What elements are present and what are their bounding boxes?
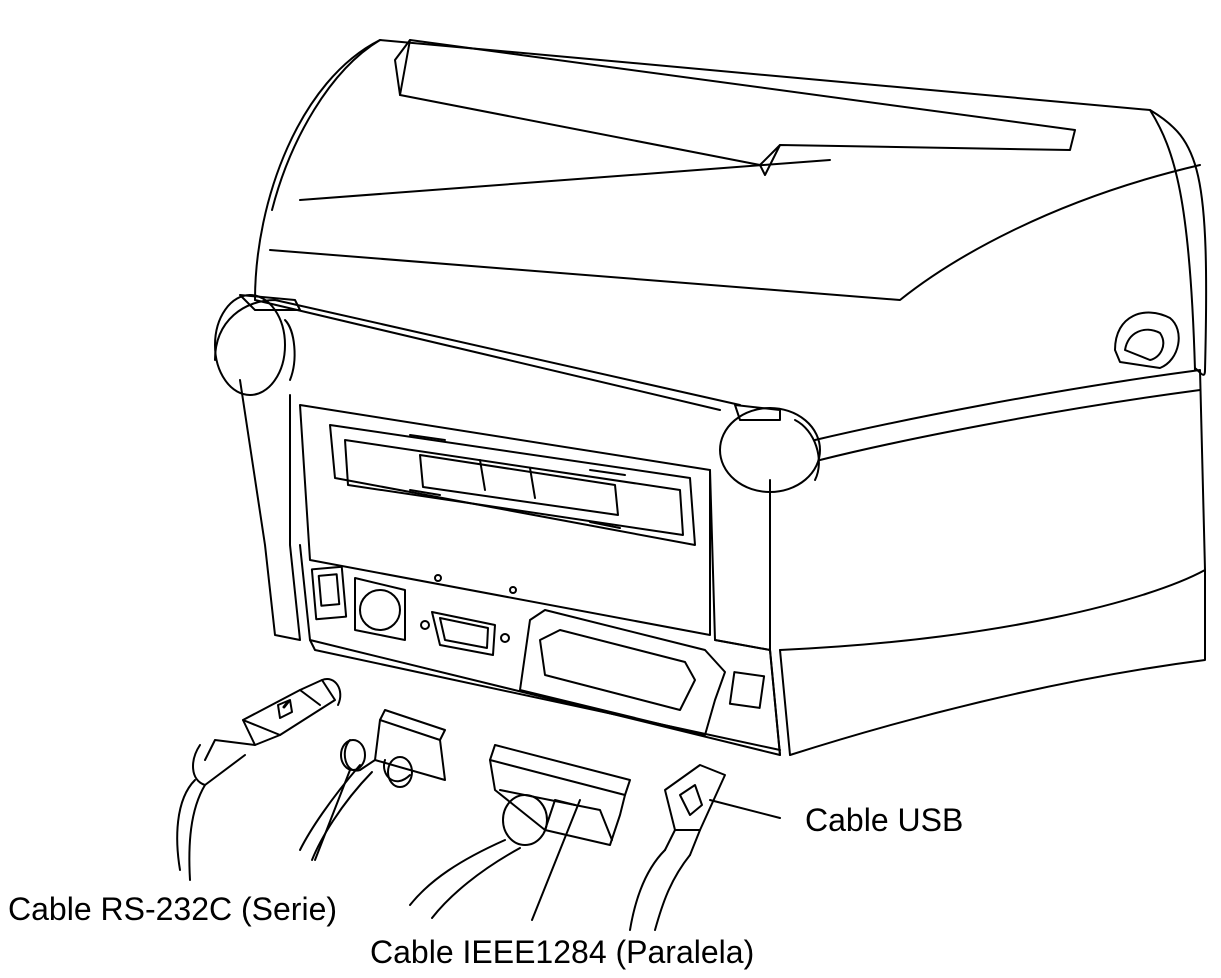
serial-port: [431, 611, 496, 656]
cables: [176, 678, 781, 931]
printer-lid: [254, 39, 1208, 376]
usb-cable: [629, 764, 726, 931]
rs232-leader-line: [314, 769, 351, 861]
rs232-cable: [299, 709, 446, 861]
keyboard-cable: [176, 678, 342, 881]
power-socket: [359, 589, 401, 631]
rear-panel: [299, 404, 711, 636]
lid-top-panel: [394, 39, 1076, 166]
ieee1284-cable-label: Cable IEEE1284 (Paralela): [370, 934, 755, 970]
paper-slot: [329, 424, 696, 546]
power-switch: [310, 565, 348, 621]
rs232-cable-label: Cable RS-232C (Serie): [8, 891, 338, 927]
printer-illustration: [214, 39, 1208, 756]
usb-leader-line: [709, 799, 781, 819]
ieee1284-cable: [409, 744, 631, 919]
parallel-port: [519, 609, 726, 736]
lid-release-button: [1114, 311, 1180, 369]
usb-cable-label: Cable USB: [805, 802, 964, 838]
usb-port: [728, 671, 766, 709]
ieee1284-leader-line: [531, 799, 581, 921]
